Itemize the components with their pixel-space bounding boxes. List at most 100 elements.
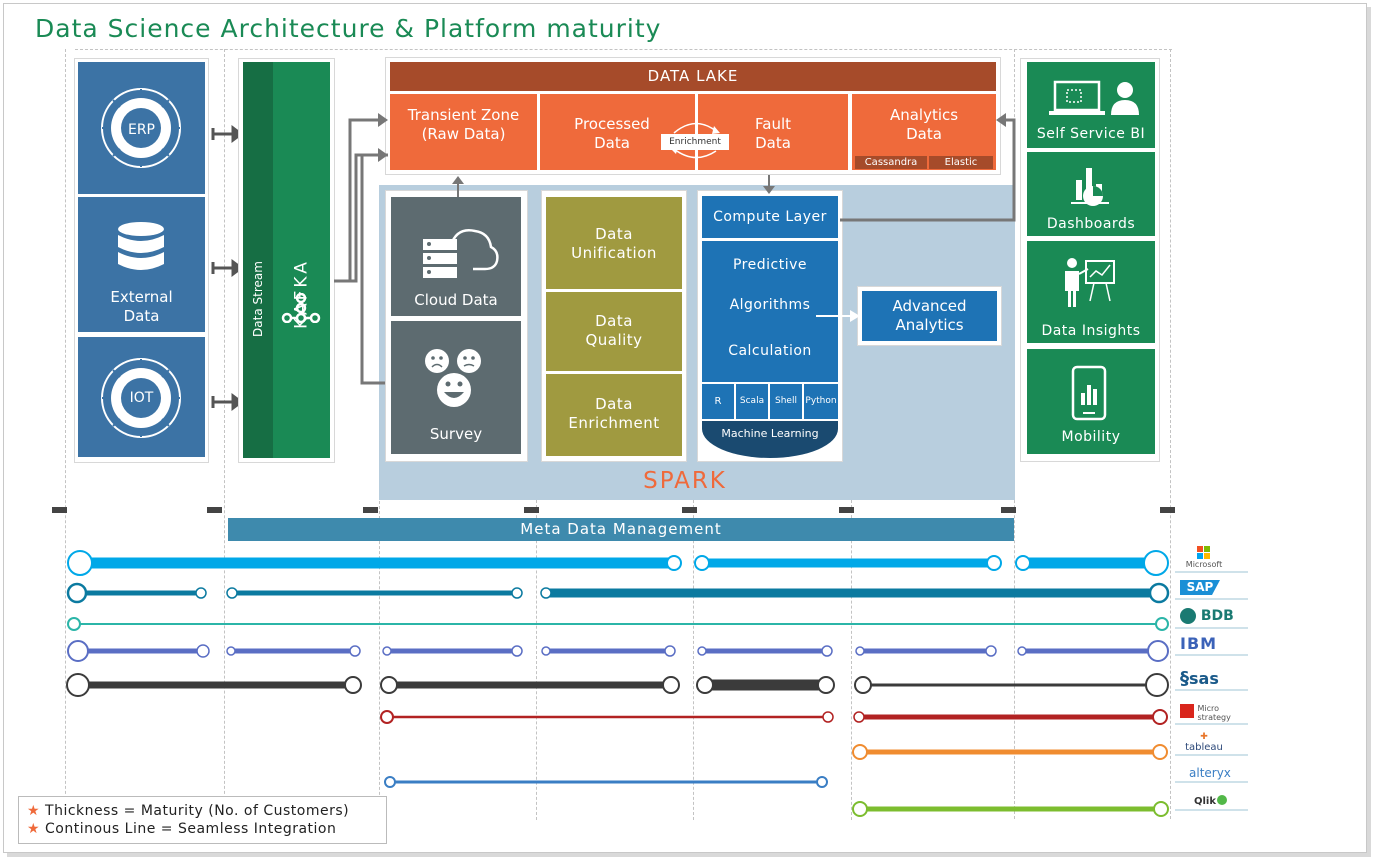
source-iot[interactable]: IOT <box>78 337 205 457</box>
cloud-up-arrow <box>452 176 464 197</box>
data-lake-header: DATA LAKE <box>390 62 996 91</box>
guide-v2 <box>224 49 225 819</box>
microstrategy-lines <box>380 709 1168 725</box>
tableau-label: tableau <box>1185 742 1223 753</box>
cassandra-tag: Cassandra <box>855 156 927 169</box>
bdb-logo-icon <box>1180 608 1196 624</box>
lang-shell: Shell <box>770 384 802 419</box>
page-title: Data Science Architecture & Platform mat… <box>35 14 662 43</box>
compute-header[interactable]: Compute Layer <box>702 196 838 238</box>
tick <box>363 507 378 513</box>
source-erp-label: ERP <box>127 122 155 138</box>
tick <box>207 507 222 513</box>
compute-analytics-arrow <box>840 113 1016 222</box>
zone-processed-label: Processed Data <box>574 115 650 152</box>
output-data-insights[interactable]: Data Insights <box>1027 241 1155 343</box>
star-icon: ★ <box>27 803 41 819</box>
erp-wheel-icon <box>101 88 181 168</box>
legend-thickness: Thickness = Maturity (No. of Customers) <box>45 803 350 819</box>
source-erp[interactable]: ERP <box>78 62 205 194</box>
vendor-bdb: BDB <box>1180 608 1240 624</box>
laptop-user-icon <box>1049 80 1139 115</box>
meta-data-management-bar: Meta Data Management <box>228 518 1014 541</box>
process-enrichment[interactable]: Data Enrichment <box>546 374 682 456</box>
sas-lines <box>66 673 1169 697</box>
process-unification[interactable]: Data Unification <box>546 197 682 289</box>
legend-item: ★ Thickness = Maturity (No. of Customers… <box>27 802 378 820</box>
vendor-qlik: Qlik <box>1194 795 1228 807</box>
microstrategy-logo-icon <box>1180 704 1194 718</box>
zone-processed[interactable]: Processed Data <box>540 94 695 170</box>
legend: ★ Thickness = Maturity (No. of Customers… <box>18 796 387 844</box>
chart-icon <box>1071 168 1109 206</box>
input-survey[interactable]: Survey <box>391 321 521 454</box>
microsoft-lines <box>67 550 1169 576</box>
lang-r: R <box>702 384 734 419</box>
qlik-line <box>852 801 1169 817</box>
lang-python: Python <box>804 384 838 419</box>
guide-v4 <box>536 500 537 820</box>
microsoft-label: Microsoft <box>1185 560 1223 569</box>
algorithms-right-arrow <box>816 310 860 322</box>
compute-algorithms: Algorithms <box>729 297 811 313</box>
zone-analytics-label: Analytics Data <box>889 106 959 143</box>
output-mobility[interactable]: Mobility <box>1027 349 1155 454</box>
source-arrows <box>211 125 243 411</box>
vendor-tableau: ✚ tableau <box>1180 732 1228 753</box>
guide-v6 <box>851 500 852 820</box>
zone-transient[interactable]: Transient Zone (Raw Data) <box>390 94 537 170</box>
data-stream-bar: Data Stream <box>243 62 273 458</box>
iot-wheel-icon <box>101 358 181 438</box>
database-icon <box>118 222 164 270</box>
output-dashboards-label: Dashboards <box>1046 216 1136 232</box>
tableau-logo-icon: ✚ <box>1200 732 1208 742</box>
source-external-data[interactable]: External Data <box>78 197 205 332</box>
vendor-alteryx: alteryx <box>1189 766 1231 780</box>
alteryx-line <box>384 776 828 788</box>
star-icon: ★ <box>27 821 41 837</box>
output-self-service-bi-label: Self Service BI <box>1036 126 1146 142</box>
tick <box>1160 507 1175 513</box>
output-mobility-label: Mobility <box>1061 429 1121 445</box>
output-data-insights-label: Data Insights <box>1041 323 1141 339</box>
output-self-service-bi[interactable]: Self Service BI <box>1027 62 1155 148</box>
tick <box>682 507 697 513</box>
qlik-logo-icon <box>1217 795 1228 805</box>
vendor-ibm: IBM <box>1180 634 1218 653</box>
presenter-icon <box>1065 258 1115 307</box>
zone-fault[interactable]: Fault Data <box>698 94 848 170</box>
process-quality[interactable]: Data Quality <box>546 292 682 371</box>
kafka-nodes-icon <box>281 293 321 323</box>
guide-top <box>75 49 1172 50</box>
legend-item: ★ Continous Line = Seamless Integration <box>27 820 378 838</box>
compute-predictive: Predictive <box>732 257 807 273</box>
tick <box>839 507 854 513</box>
kafka-lake-arrows <box>334 113 392 385</box>
ibm-lines <box>67 640 1169 662</box>
output-dashboards[interactable]: Dashboards <box>1027 152 1155 236</box>
vendor-sap: SAP <box>1180 580 1220 595</box>
kafka-bar[interactable]: KAFKA <box>273 62 330 458</box>
spark-label: SPARK <box>643 468 727 494</box>
enrichment-tag: Enrichment <box>661 134 729 150</box>
tick <box>524 507 539 513</box>
bdb-line <box>67 617 1169 631</box>
sap-lines <box>66 582 1170 604</box>
input-cloud-data[interactable]: Cloud Data <box>391 197 521 316</box>
cloud-server-icon <box>423 229 499 278</box>
elastic-tag: Elastic <box>929 156 993 169</box>
vendor-microsoft: Microsoft <box>1180 546 1228 569</box>
guide-v8 <box>1170 49 1171 819</box>
guide-v5 <box>693 500 694 820</box>
compute-items: Predictive Algorithms Calculation <box>702 241 838 382</box>
tableau-line <box>852 744 1168 760</box>
fault-down-arrow <box>763 175 775 194</box>
advanced-analytics[interactable]: Advanced Analytics <box>862 291 997 341</box>
input-survey-label: Survey <box>429 425 483 443</box>
guide-v3 <box>379 190 380 820</box>
sas-logo-icon: § <box>1180 668 1189 689</box>
tick <box>1001 507 1016 513</box>
vendor-microstrategy: Micro strategy <box>1180 704 1250 723</box>
microsoft-logo-icon <box>1197 546 1210 559</box>
